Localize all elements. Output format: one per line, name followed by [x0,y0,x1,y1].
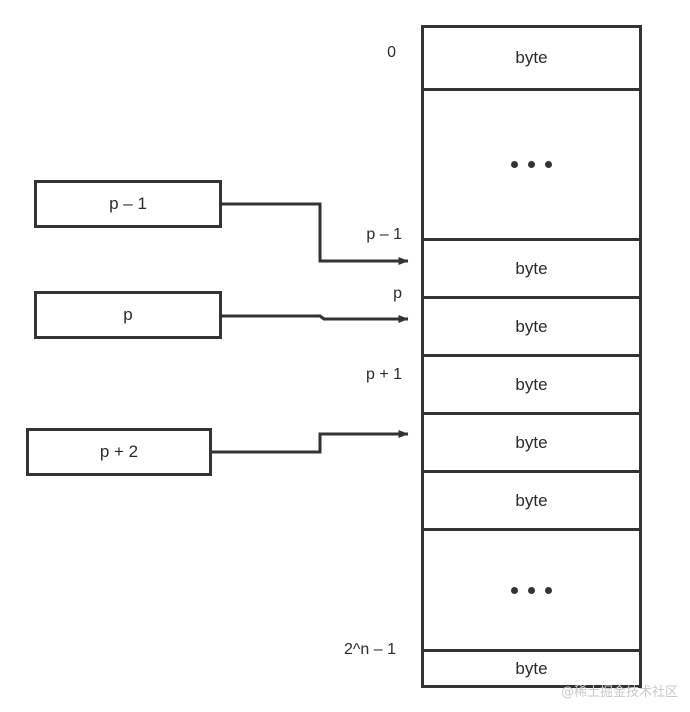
memory-cell-byte: byte [424,473,639,531]
memory-cell-byte: byte [424,357,639,415]
address-label-p: p [393,285,402,302]
pointer-box-p-plus-2: p + 2 [26,428,212,476]
memory-cell-ellipsis [424,91,639,241]
memory-cell-byte: byte [424,241,639,299]
memory-cell-ellipsis [424,531,639,652]
memory-cell-byte: byte [424,652,639,685]
ellipsis-icon [511,161,552,168]
pointer-box-label: p – 1 [109,194,147,213]
memory-cell-label: byte [515,490,548,510]
address-label-last: 2^n – 1 [344,641,396,658]
address-label-0: 0 [387,44,396,61]
pointer-box-label: p [123,305,133,324]
memory-cell-byte: byte [424,28,639,91]
connector-p [222,314,409,323]
ellipsis-icon [511,586,552,594]
pointer-box-p: p [34,291,222,339]
connector-p-plus-2 [212,430,409,454]
memory-cell-label: byte [515,48,548,67]
memory-cell-byte: byte [424,415,639,473]
memory-cell-label: byte [515,316,548,336]
watermark-text: @稀土掘金技术社区 [560,685,678,700]
address-label-pm1: p – 1 [366,226,402,243]
memory-cell-label: byte [515,658,548,678]
memory-byte-column: byte byte byte byte byte byte byte [421,25,642,688]
memory-cell-byte: byte [424,299,639,357]
memory-cell-label: byte [515,374,548,394]
memory-cell-label: byte [515,258,548,278]
pointer-box-label: p + 2 [99,442,139,461]
memory-cell-label: byte [515,432,548,452]
pointer-box-p-minus-1: p – 1 [34,180,222,228]
address-label-pp1: p + 1 [365,366,402,383]
